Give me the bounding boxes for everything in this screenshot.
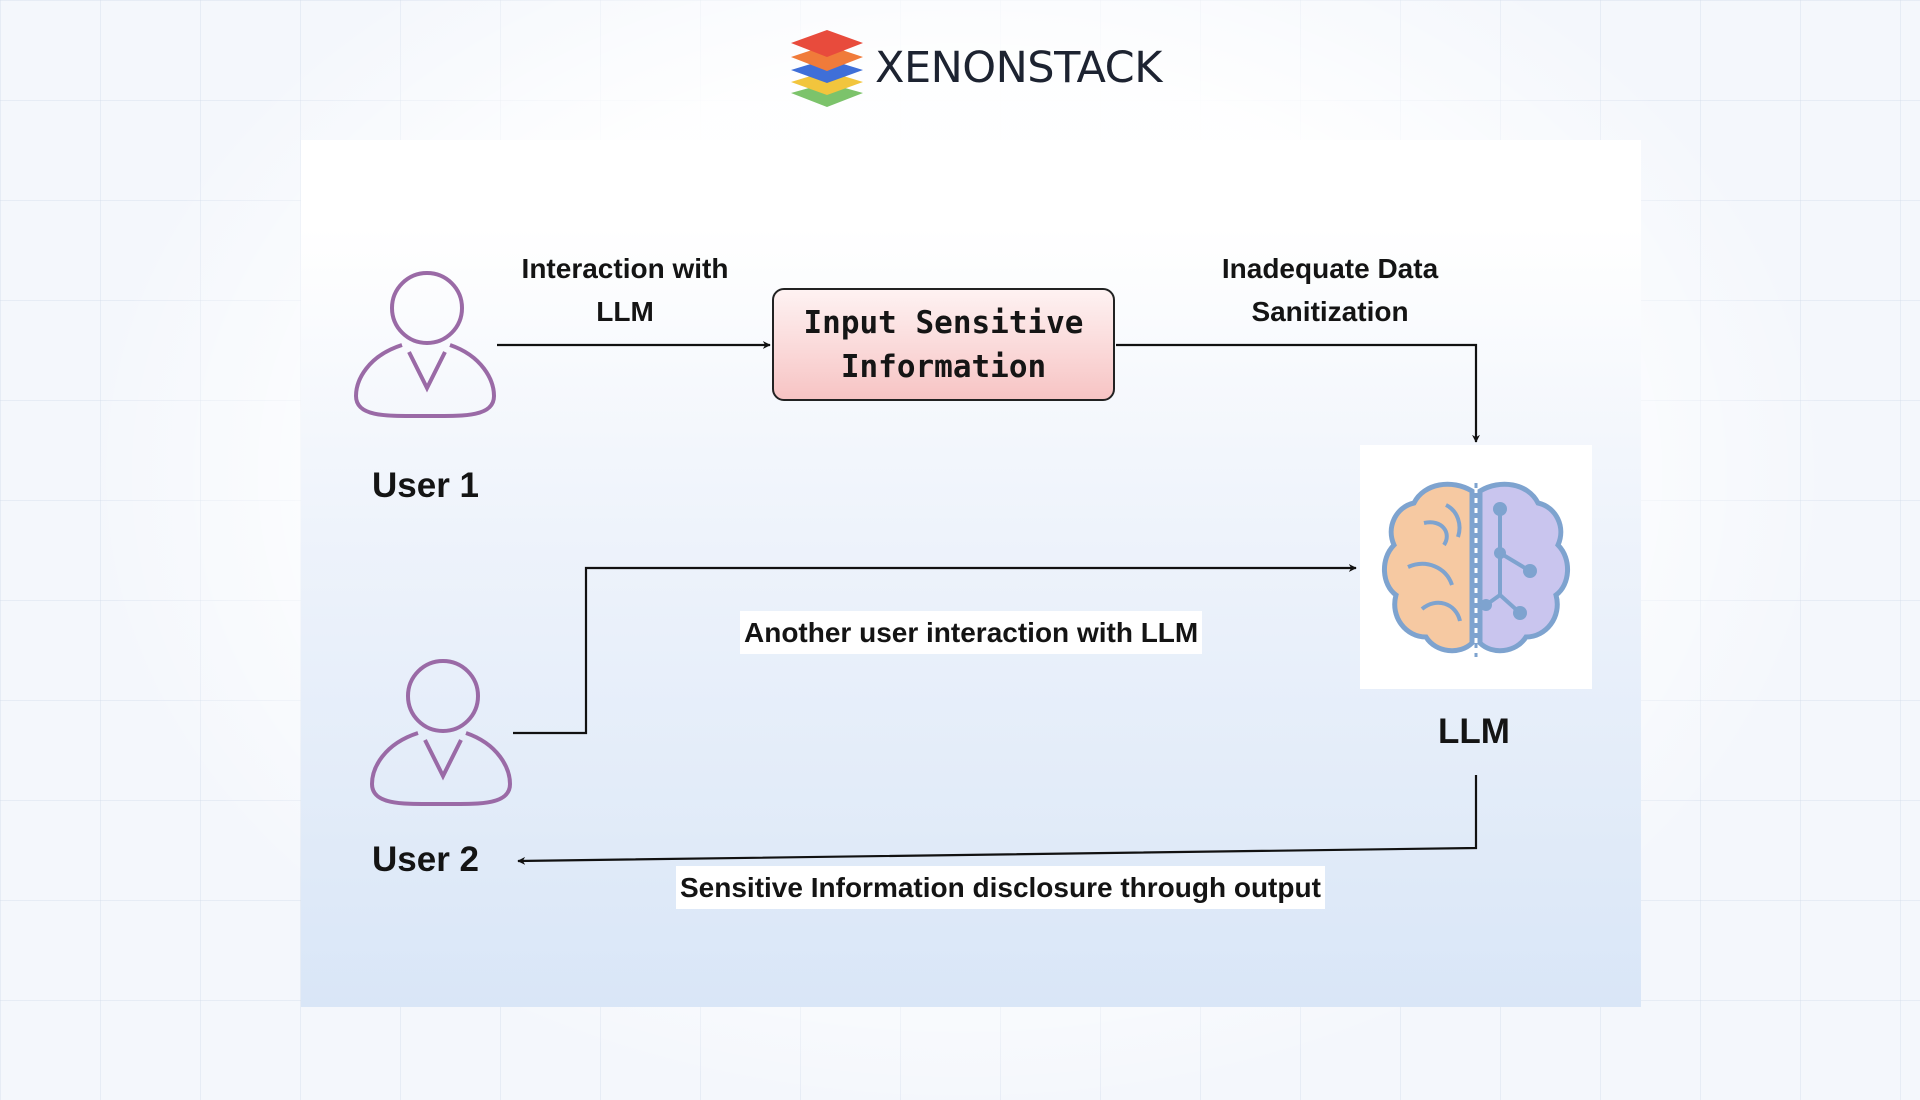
user-2-icon bbox=[369, 659, 513, 807]
llm-label: LLM bbox=[1438, 712, 1510, 751]
brand-logo: XENONSTACK bbox=[789, 27, 1162, 109]
brain-icon bbox=[1382, 481, 1570, 657]
user-1-icon bbox=[353, 271, 497, 419]
edge-label-sanitization: Inadequate Data Sanitization bbox=[1221, 253, 1439, 327]
llm-node bbox=[1360, 445, 1592, 689]
user-1-label: User 1 bbox=[372, 466, 480, 505]
edge-label-another-interaction: Another user interaction with LLM bbox=[740, 611, 1203, 654]
edge-label-interaction: Interaction with LLM bbox=[521, 253, 729, 327]
edge-label-disclosure: Sensitive Information disclosure through… bbox=[676, 866, 1325, 909]
input-sensitive-information-node: Input Sensitive Information bbox=[772, 288, 1115, 401]
user-2-label: User 2 bbox=[372, 840, 480, 879]
brand-name: XENONSTACK bbox=[875, 43, 1162, 93]
stacked-layers-logo-icon bbox=[791, 30, 863, 107]
